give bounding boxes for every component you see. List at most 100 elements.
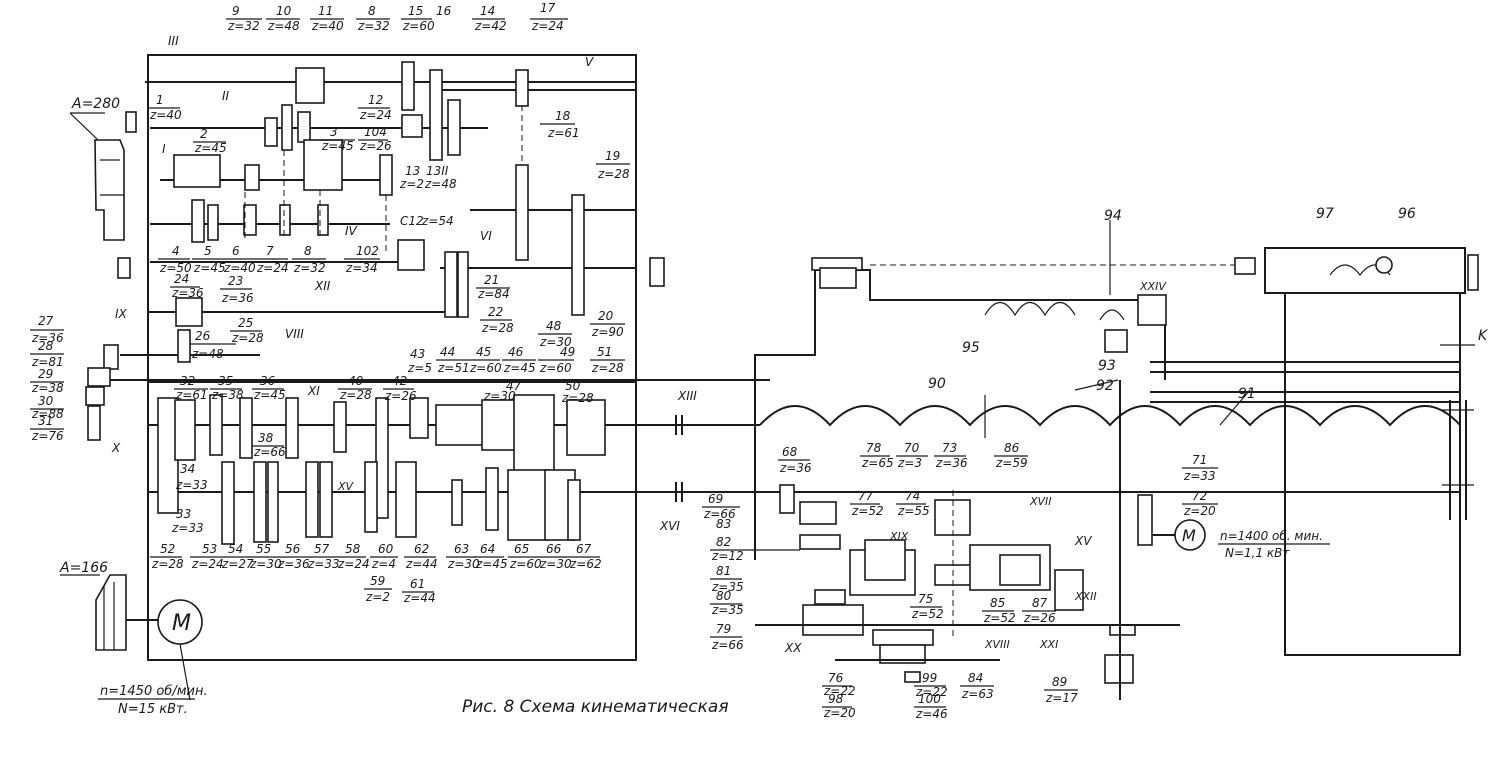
- gear-label: 16: [436, 4, 452, 18]
- svg-text:z=2: z=2: [365, 590, 390, 604]
- svg-text:z=63: z=63: [961, 687, 994, 701]
- svg-text:z=33: z=33: [171, 521, 204, 535]
- svg-text:z=48: z=48: [191, 347, 224, 361]
- svg-text:33: 33: [176, 507, 191, 521]
- svg-text:32: 32: [180, 374, 195, 388]
- svg-text:z=12: z=12: [711, 549, 744, 563]
- svg-text:z=45: z=45: [321, 139, 354, 153]
- svg-text:z=40: z=40: [149, 108, 182, 122]
- svg-text:72: 72: [1192, 489, 1207, 503]
- svg-text:z=65: z=65: [861, 456, 894, 470]
- gear-label: 60z=4: [370, 542, 398, 571]
- part-label: 91: [1238, 386, 1256, 402]
- svg-text:14: 14: [480, 4, 495, 18]
- svg-text:56: 56: [285, 542, 301, 556]
- gear-label: 51z=28: [590, 345, 625, 375]
- gear-label: 46z=45: [502, 345, 536, 375]
- shaft-label: V: [585, 55, 594, 69]
- gear-label: 1z=40: [148, 93, 182, 122]
- gear-label: 77z=52: [850, 489, 884, 518]
- svg-text:13: 13: [405, 164, 420, 178]
- svg-text:7: 7: [266, 244, 274, 258]
- svg-text:C12: C12: [400, 214, 424, 228]
- svg-text:4: 4: [172, 244, 180, 258]
- carriage-body: [754, 257, 1167, 560]
- svg-text:55: 55: [256, 542, 271, 556]
- svg-text:z=45: z=45: [475, 557, 508, 571]
- gear-label: 30z=88: [30, 394, 64, 421]
- svg-text:z=28: z=28: [231, 331, 264, 345]
- svg-text:z=35: z=35: [711, 580, 744, 594]
- shaft-label: XV: [337, 480, 355, 493]
- svg-text:42: 42: [392, 374, 407, 388]
- gear-label: 3z=45: [320, 125, 355, 153]
- svg-text:z=28: z=28: [591, 361, 624, 375]
- part-label: 90: [928, 376, 946, 392]
- svg-text:35: 35: [218, 374, 233, 388]
- svg-text:78: 78: [866, 441, 882, 455]
- gear-label: 42z=26: [383, 374, 417, 403]
- svg-text:z=40: z=40: [311, 19, 344, 33]
- svg-text:59: 59: [370, 574, 385, 588]
- shaft-label: XVII: [1029, 495, 1052, 508]
- svg-text:z=66: z=66: [253, 445, 286, 459]
- svg-text:z=36: z=36: [221, 291, 254, 305]
- svg-text:z=24: z=24: [337, 557, 370, 571]
- svg-text:30: 30: [38, 394, 54, 408]
- gear-label: 79z=66: [710, 622, 744, 652]
- svg-text:z=42: z=42: [474, 19, 507, 33]
- svg-text:99: 99: [922, 671, 937, 685]
- svg-text:20: 20: [598, 309, 614, 323]
- svg-text:z=88: z=88: [31, 407, 64, 421]
- svg-text:z=52: z=52: [911, 607, 944, 621]
- svg-text:45: 45: [476, 345, 491, 359]
- svg-text:z=20: z=20: [1183, 504, 1216, 518]
- gear-label: 61z=44: [402, 577, 436, 605]
- gear-label: 45z=60: [468, 345, 502, 375]
- svg-text:19: 19: [605, 149, 620, 163]
- svg-text:z=50: z=50: [159, 261, 192, 275]
- svg-text:60: 60: [378, 542, 394, 556]
- svg-text:74: 74: [905, 489, 920, 503]
- svg-text:6: 6: [232, 244, 240, 258]
- gearbox-housing: [145, 54, 637, 661]
- svg-text:z=52: z=52: [983, 611, 1016, 625]
- svg-text:1: 1: [156, 93, 164, 107]
- gear-label: 87z=26: [1022, 596, 1056, 625]
- gear-label: 23z=36: [220, 274, 254, 305]
- svg-text:z=30: z=30: [539, 335, 572, 349]
- svg-text:87: 87: [1032, 596, 1048, 610]
- gear-label: 65z=60: [508, 542, 542, 571]
- gear-label: 52z=28: [150, 542, 184, 571]
- gear-label: 72z=20: [1182, 489, 1218, 518]
- svg-text:z=30: z=30: [447, 557, 480, 571]
- part-label: 93: [1098, 358, 1116, 374]
- svg-text:18: 18: [555, 109, 571, 123]
- svg-text:47: 47: [506, 379, 522, 393]
- gear-label: 69z=66: [702, 492, 740, 521]
- svg-text:z=33: z=33: [307, 557, 340, 571]
- gear-label: 78z=65: [860, 441, 894, 470]
- gear-label: 43z=5: [407, 347, 432, 375]
- svg-text:34: 34: [180, 462, 195, 476]
- gear-label: 84z=63: [960, 671, 994, 701]
- gear-label: 7 z=24: [254, 244, 289, 275]
- gear-label: 2z=45: [193, 127, 227, 155]
- bed-supports: [1442, 400, 1474, 520]
- svg-text:z=84: z=84: [477, 287, 510, 301]
- svg-text:z=24: z=24: [256, 261, 289, 275]
- svg-text:z=45: z=45: [503, 361, 536, 375]
- svg-text:z=3: z=3: [897, 456, 922, 470]
- svg-text:69: 69: [708, 492, 723, 506]
- gear-label: 28z=81: [30, 339, 64, 369]
- svg-text:z=35: z=35: [711, 603, 744, 617]
- shaft-label: II: [222, 89, 230, 103]
- gear-label: 58z=24: [336, 542, 370, 571]
- svg-text:z=32: z=32: [357, 19, 390, 33]
- shaft-label: VI: [480, 229, 492, 243]
- shaft-label: III: [168, 34, 179, 48]
- svg-text:z=36: z=36: [277, 557, 310, 571]
- svg-text:77: 77: [858, 489, 874, 503]
